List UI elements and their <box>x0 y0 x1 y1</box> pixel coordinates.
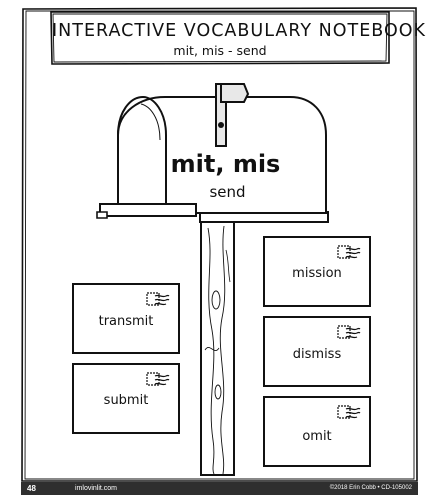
mailbox-root-label: mit, mis <box>170 150 281 178</box>
footer-bar: 48 imlovinlit.com ©2018 Erin Cobb • CD-1… <box>21 482 418 495</box>
page-subtitle: mit, mis - send <box>173 43 267 58</box>
stamp-icon <box>337 245 361 259</box>
envelope-word: dismiss <box>292 347 342 362</box>
footer-copyright: ©2018 Erin Cobb • CD-105002 <box>329 485 412 491</box>
stamp-icon <box>337 325 361 339</box>
envelope-transmit[interactable]: transmit <box>72 283 180 354</box>
header: INTERACTIVE VOCABULARY NOTEBOOK mit, mis… <box>52 12 426 64</box>
envelope-mission[interactable]: mission <box>263 236 371 307</box>
envelope-dismiss[interactable]: dismiss <box>263 316 371 387</box>
mailbox-meaning-label: send <box>209 183 246 201</box>
envelope-word: mission <box>292 266 342 281</box>
page-title: INTERACTIVE VOCABULARY NOTEBOOK <box>52 21 426 41</box>
envelope-word: transmit <box>98 314 154 329</box>
stamp-icon <box>146 292 170 306</box>
mailbox-flag-icon <box>215 83 250 147</box>
envelope-submit[interactable]: submit <box>72 363 180 434</box>
stamp-icon <box>337 405 361 419</box>
footer-url[interactable]: imlovinlit.com <box>75 485 118 492</box>
envelope-word: omit <box>302 429 332 444</box>
envelope-word: submit <box>103 393 149 408</box>
stamp-icon <box>146 372 170 386</box>
page-number: 48 <box>27 484 36 493</box>
envelope-omit[interactable]: omit <box>263 396 371 467</box>
wood-post-icon <box>200 220 235 476</box>
